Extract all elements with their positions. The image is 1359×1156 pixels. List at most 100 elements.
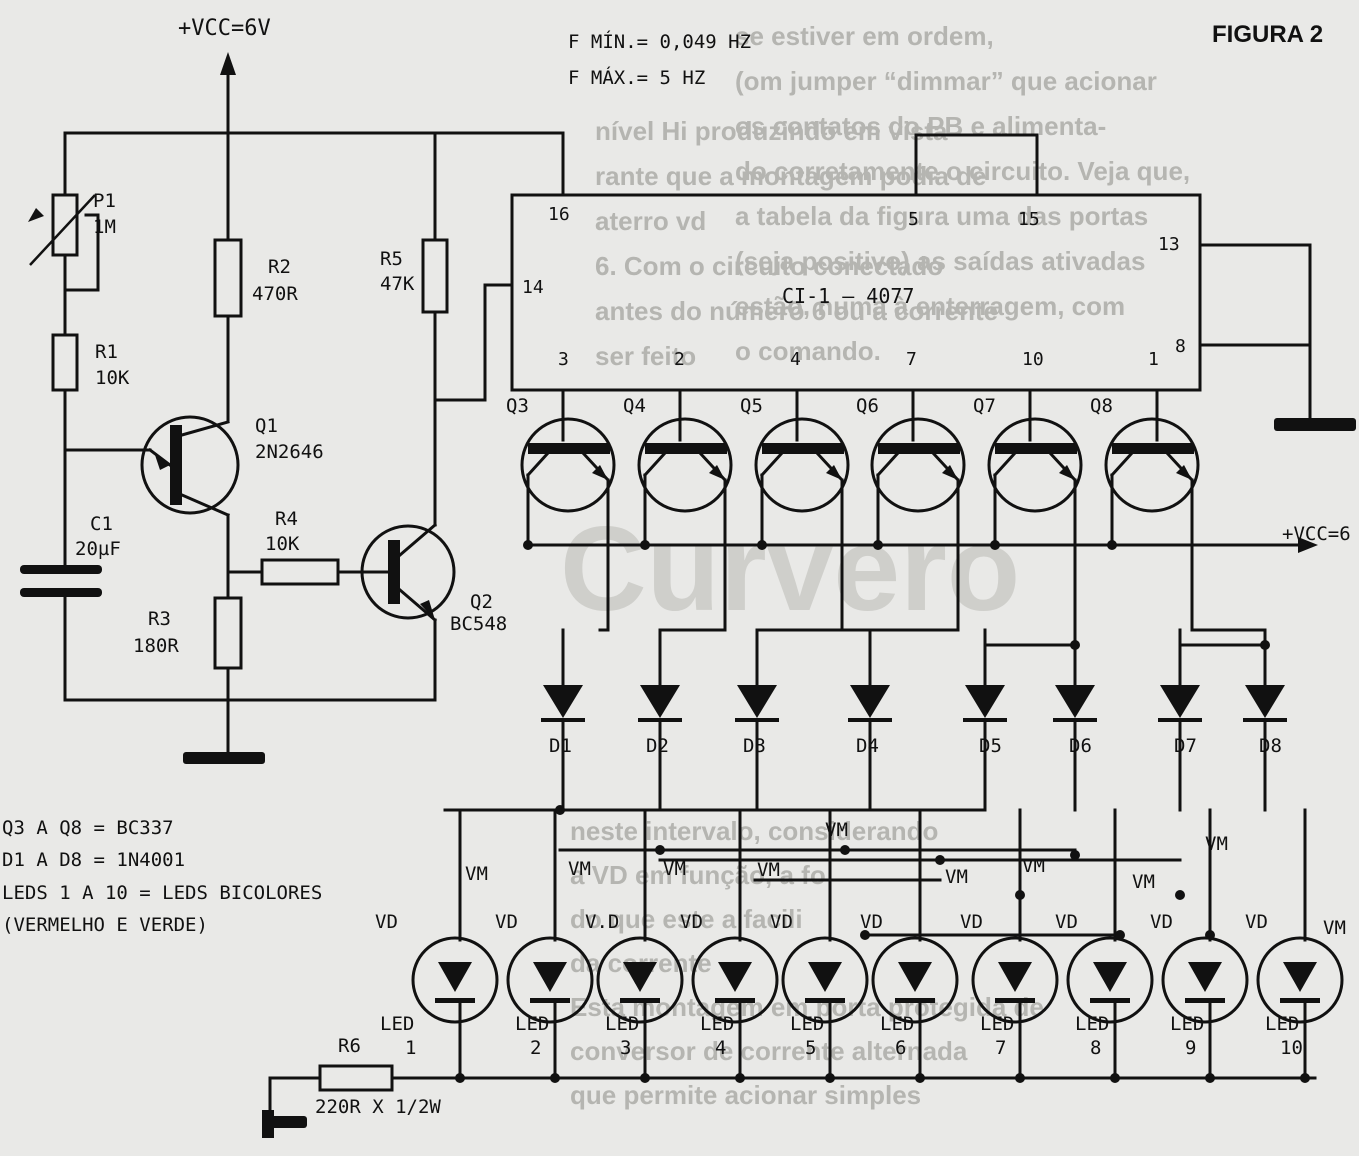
ic-pin-2: 2 — [674, 349, 685, 370]
ic-pin-1: 1 — [1148, 349, 1159, 370]
led-number-4: 4 — [715, 1037, 726, 1059]
ic-pin-3: 3 — [558, 349, 569, 370]
note-2: D1 A D8 = 1N4001 — [2, 849, 185, 871]
diode-label-d2: D2 — [646, 735, 669, 757]
led-vd-label-7: VD — [960, 911, 983, 933]
background-line: o comando. — [735, 336, 881, 366]
freq-max-label: F MÁX.= 5 HZ — [568, 66, 705, 89]
background-line: antes do número 6 ou a corrente — [595, 296, 998, 326]
led-vd-label-8: VD — [1055, 911, 1078, 933]
diode-label-d1: D1 — [549, 735, 572, 757]
c1-name: C1 — [90, 513, 113, 535]
ic-pin-10: 10 — [1022, 349, 1044, 370]
transistor-label-q4: Q4 — [623, 395, 646, 417]
background-line: do corretamente o circuito. Veja que, — [735, 156, 1190, 186]
ic-pin-5: 5 — [908, 209, 919, 230]
diode-label-d5: D5 — [979, 735, 1002, 757]
led-word-1: LED — [380, 1013, 414, 1035]
diode-pair-link — [983, 640, 1080, 650]
ground-symbol-oscillator — [183, 752, 265, 764]
background-line: (om jumper “dimmar” que acionar — [735, 66, 1157, 96]
r2-name: R2 — [268, 256, 291, 278]
junction-dot — [1205, 930, 1215, 940]
note-1: Q3 A Q8 = BC337 — [2, 817, 174, 839]
transistor-q4: Q4 — [623, 388, 733, 632]
led-number-7: 7 — [995, 1037, 1006, 1059]
r5-value: 47K — [380, 273, 415, 295]
led-number-9: 9 — [1185, 1037, 1196, 1059]
led-vm-label-10: VM — [1323, 917, 1346, 939]
diode-label-d3: D3 — [743, 735, 766, 757]
background-line: aterro vd — [595, 206, 706, 236]
background-line: ser feito — [595, 341, 696, 371]
resistor-r2 — [213, 238, 243, 318]
diode-d1: D1 — [541, 628, 585, 812]
ic-pin-7: 7 — [906, 349, 917, 370]
led-word-9: LED — [1170, 1013, 1204, 1035]
diode-d8: D8 — [1243, 628, 1287, 812]
supply-top-label: +VCC=6V — [178, 16, 271, 41]
figure-label: FIGURA 2 — [1212, 21, 1323, 48]
diode-d4: D4 — [848, 628, 892, 812]
background-line: que permite acionar simples — [570, 1080, 921, 1110]
led-number-3: 3 — [620, 1037, 631, 1059]
led-vm-label-3: VM — [663, 858, 686, 880]
diode-d6: D6 — [1053, 628, 1097, 812]
led-vd-label-2: VD — [495, 911, 518, 933]
q1-type: 2N2646 — [255, 441, 324, 463]
r3-value: 180R — [133, 635, 179, 657]
led-vm-label-4: VM — [757, 859, 780, 881]
q2-name: Q2 — [470, 591, 493, 613]
background-line: conversor de corrente alternada — [570, 1036, 968, 1066]
ic-pin-4: 4 — [790, 349, 801, 370]
diode-d3: D3 — [735, 628, 779, 812]
background-line: a tabela da figura uma das portas — [735, 201, 1148, 231]
background-line: estão, numa à enterragem, com — [735, 291, 1125, 321]
led-word-2: LED — [515, 1013, 549, 1035]
led-word-5: LED — [790, 1013, 824, 1035]
led-vm-label-8: VM — [1132, 871, 1155, 893]
resistor-r4 — [260, 558, 340, 586]
diode-pair-link — [1178, 640, 1270, 650]
led-vm-label-7: VM — [1022, 855, 1045, 877]
diode-label-d6: D6 — [1069, 735, 1092, 757]
ic-pin-8: 8 — [1175, 336, 1186, 357]
diode-d2: D2 — [638, 628, 682, 812]
watermark-text: Curvero — [560, 502, 1020, 636]
led-vm-label-9: VM — [1205, 833, 1228, 855]
led-number-5: 5 — [805, 1037, 816, 1059]
led-vm-label-1: VM — [465, 863, 488, 885]
background-line: neste intervalo, considerando — [570, 816, 938, 846]
capacitor-c1 — [20, 553, 102, 602]
note-4: (VERMELHO E VERDE) — [2, 914, 208, 936]
junction-dot — [935, 855, 945, 865]
led-word-10: LED — [1265, 1013, 1299, 1035]
r6-name: R6 — [338, 1035, 361, 1057]
diode-label-d7: D7 — [1174, 735, 1197, 757]
freq-min-label: F MÍN.= 0,049 HZ — [568, 30, 751, 53]
led-number-6: 6 — [895, 1037, 906, 1059]
led-number-1: 1 — [405, 1037, 416, 1059]
p1-value: 1M — [93, 216, 116, 238]
transistor-label-q6: Q6 — [856, 395, 879, 417]
ic-4077 — [510, 193, 1202, 392]
background-page-text: se estiver em ordem,(om jumper “dimmar” … — [570, 21, 1190, 1110]
resistor-r1 — [51, 333, 79, 392]
junction-dot — [655, 845, 665, 855]
led-vd-label-9: VD — [1150, 911, 1173, 933]
led-word-6: LED — [880, 1013, 914, 1035]
r2-value: 470R — [252, 283, 298, 305]
ic-pin-15: 15 — [1018, 209, 1040, 230]
background-line: a VD em função, a fo — [570, 860, 826, 890]
junction-dot — [840, 845, 850, 855]
supply-right-label: +VCC=6 — [1282, 523, 1351, 545]
ic-name: CI-1 — 4077 — [782, 284, 914, 308]
